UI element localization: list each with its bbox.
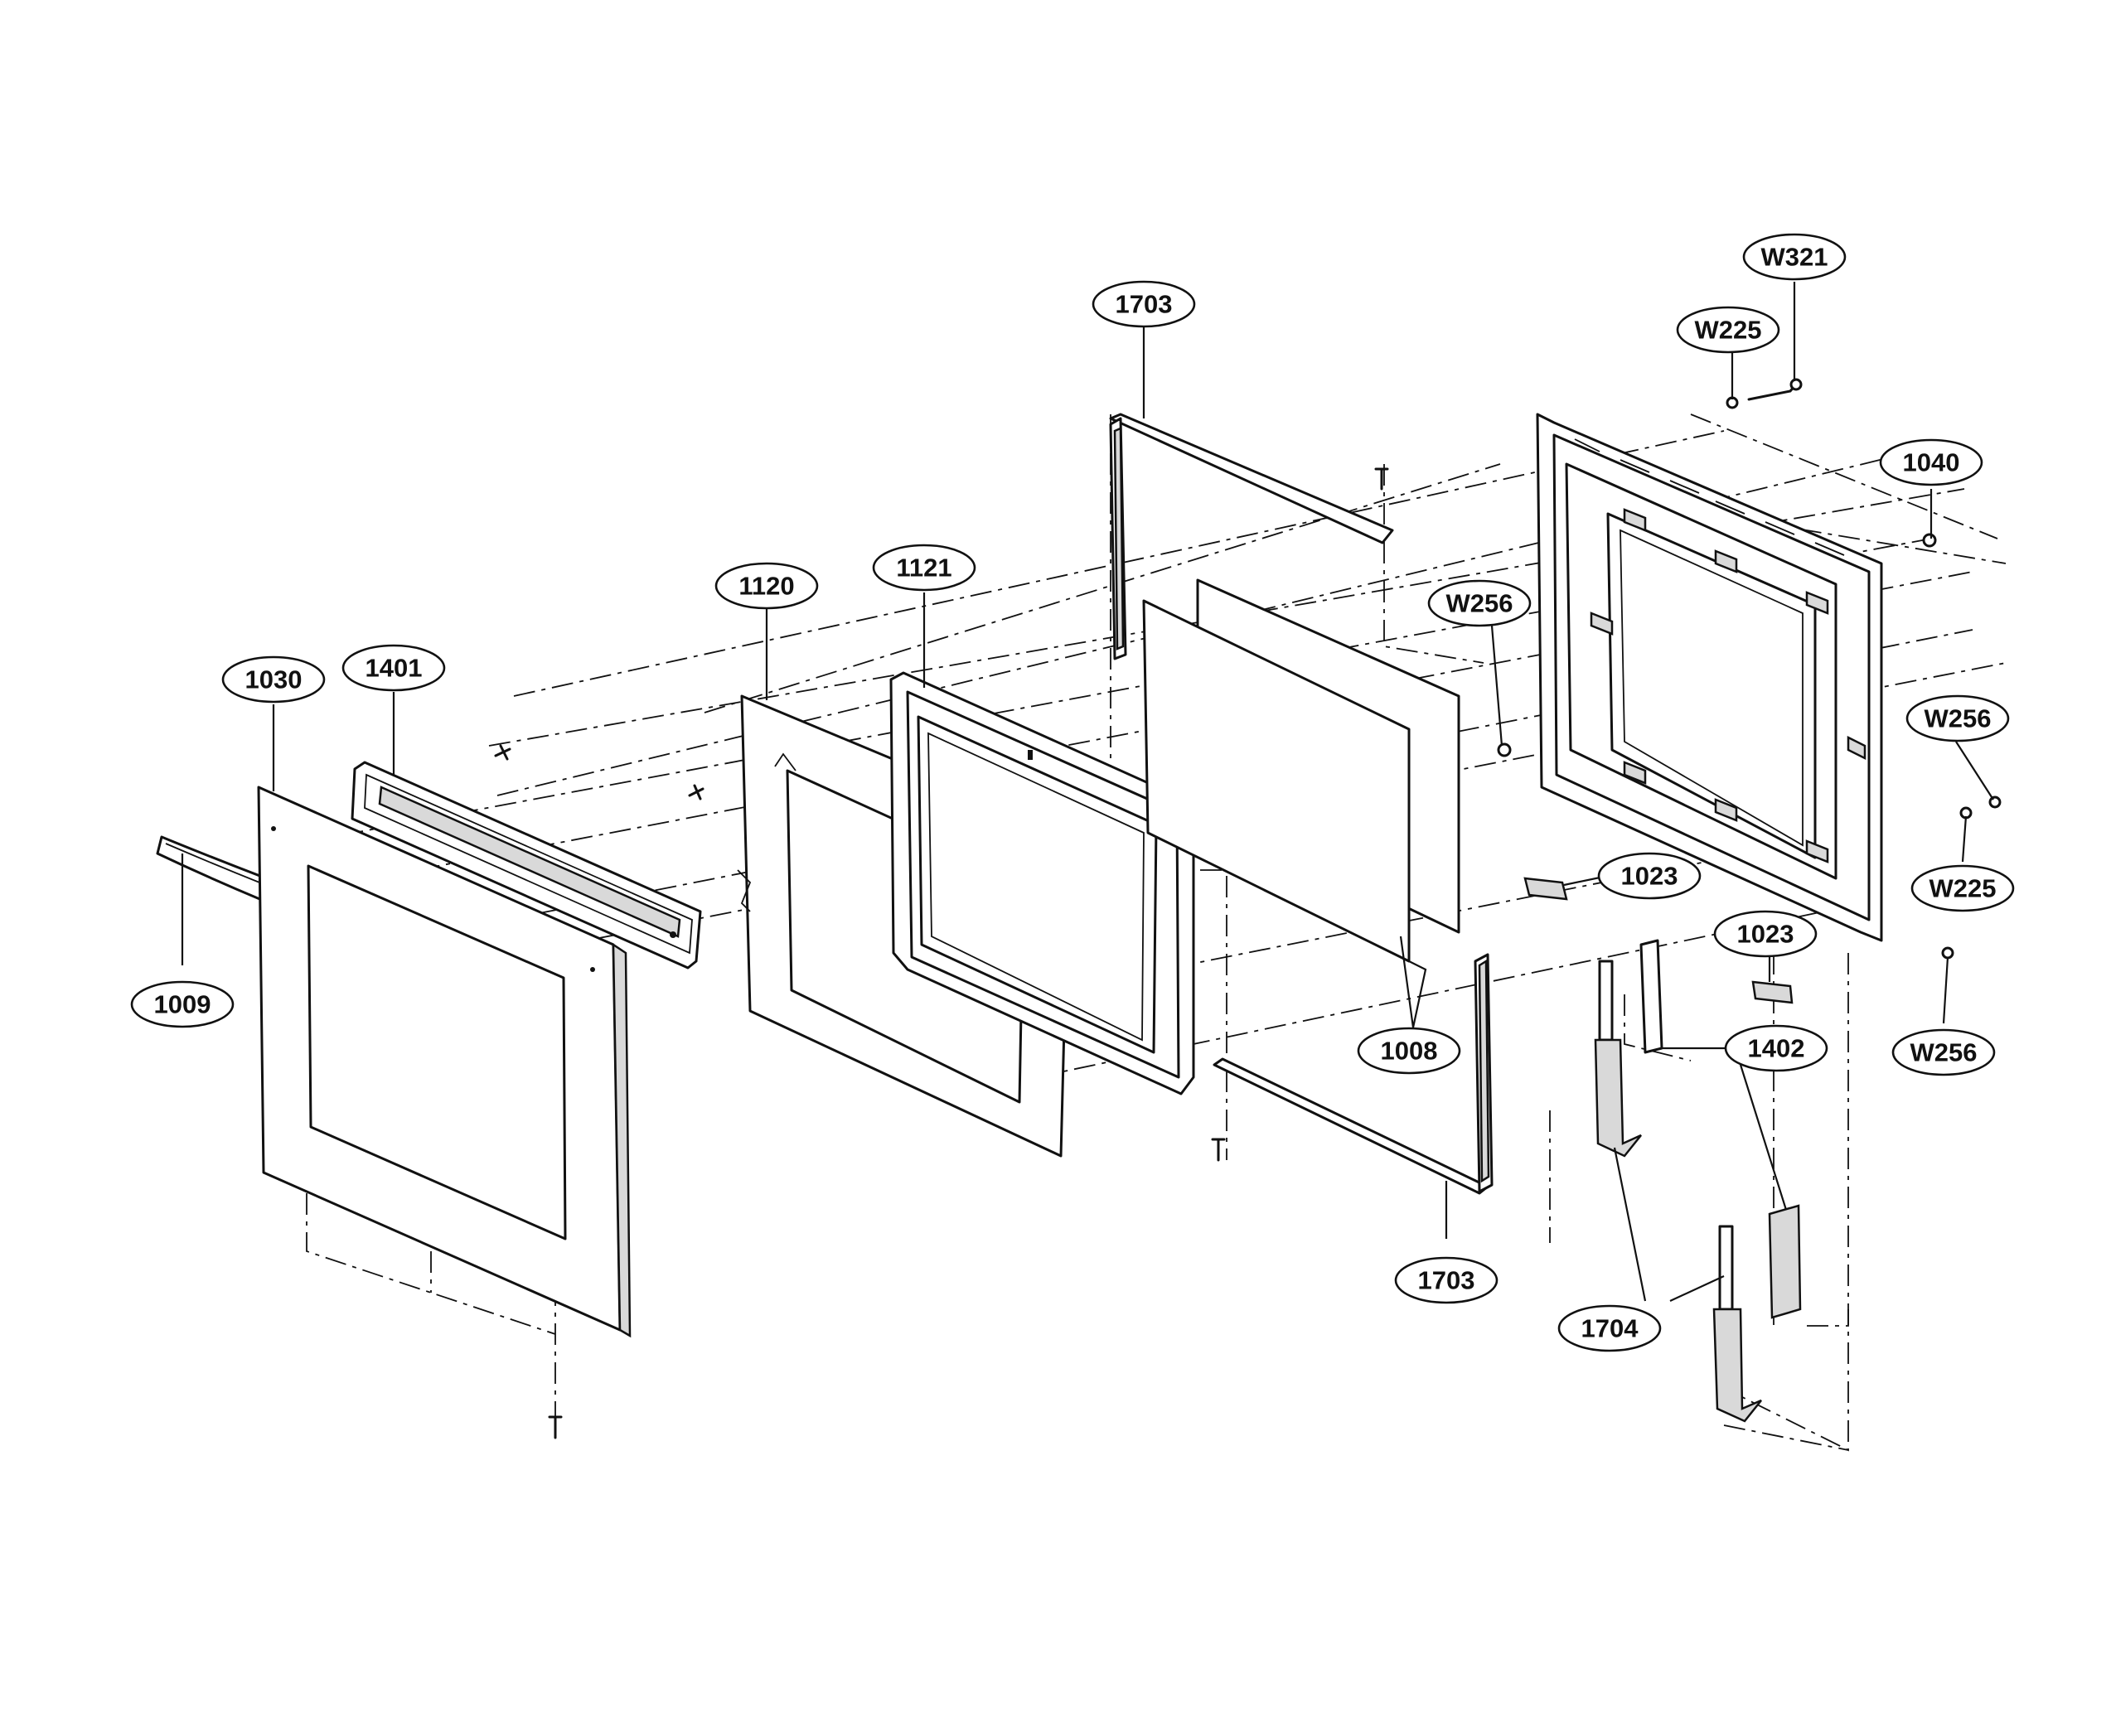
callout-w256-mid: W256 [1427, 579, 1532, 627]
callout-1703-top: 1703 [1092, 280, 1196, 328]
callout-label: W256 [1446, 589, 1513, 618]
callout-label: 1120 [738, 572, 794, 601]
callout-w321: W321 [1742, 233, 1847, 281]
callout-1009: 1009 [130, 980, 235, 1028]
callout-w225-top: W225 [1676, 306, 1780, 354]
callout-label: 1704 [1581, 1314, 1639, 1343]
callout-label: 1703 [1116, 290, 1173, 319]
callout-1402: 1402 [1724, 1024, 1828, 1072]
slides-1023 [1523, 877, 1794, 1004]
callout-1023-left: 1023 [1597, 852, 1702, 900]
callout-label: 1703 [1418, 1266, 1475, 1295]
callout-1008: 1008 [1357, 1027, 1461, 1075]
callout-label: W225 [1695, 316, 1762, 345]
callout-1401: 1401 [341, 644, 446, 692]
bottom-seal-1703 [1213, 953, 1494, 1195]
callout-1023-right: 1023 [1713, 910, 1818, 958]
inner-frame-1121 [889, 671, 1195, 1095]
callout-1040: 1040 [1879, 438, 1983, 486]
callout-label: 1008 [1381, 1037, 1438, 1066]
callout-label: W256 [1910, 1038, 1978, 1067]
callout-1120: 1120 [714, 562, 819, 610]
top-seal-1703 [1109, 413, 1394, 660]
hinges-1704 [1594, 960, 1762, 1423]
inner-liner-1040 [1536, 413, 1883, 942]
brackets-1402 [1639, 939, 1802, 1319]
callout-1121: 1121 [872, 544, 976, 592]
callout-label: W321 [1761, 243, 1828, 272]
washers [1497, 378, 2002, 960]
callout-label: 1023 [1621, 862, 1678, 891]
callout-label: W225 [1929, 874, 1997, 903]
callout-w256-right: W256 [1905, 694, 2010, 742]
callout-1703-bottom: 1703 [1394, 1256, 1499, 1304]
glass-panes-1008 [1142, 578, 1460, 963]
callout-1030: 1030 [221, 655, 326, 704]
screws [494, 467, 1389, 1439]
callout-label: 1402 [1748, 1034, 1805, 1063]
callout-label: 1040 [1903, 448, 1960, 477]
outer-door-panel-1030 [257, 786, 632, 1338]
callout-label: W256 [1925, 704, 1992, 733]
callout-label: 1009 [154, 990, 211, 1019]
callout-label: 1030 [245, 665, 303, 694]
top-trim-1401 [351, 761, 702, 970]
callout-w256-bottom: W256 [1891, 1028, 1996, 1076]
callout-label: 1401 [366, 654, 423, 683]
callout-1704: 1704 [1557, 1304, 1662, 1352]
leader-lines [181, 282, 1994, 1302]
callout-label: 1121 [896, 554, 951, 583]
callouts: 1703 W321 W225 1040 1120 1121 W256 1030 … [130, 233, 2015, 1352]
callout-w225-right: W225 [1910, 864, 2015, 912]
callout-label: 1023 [1737, 920, 1794, 949]
